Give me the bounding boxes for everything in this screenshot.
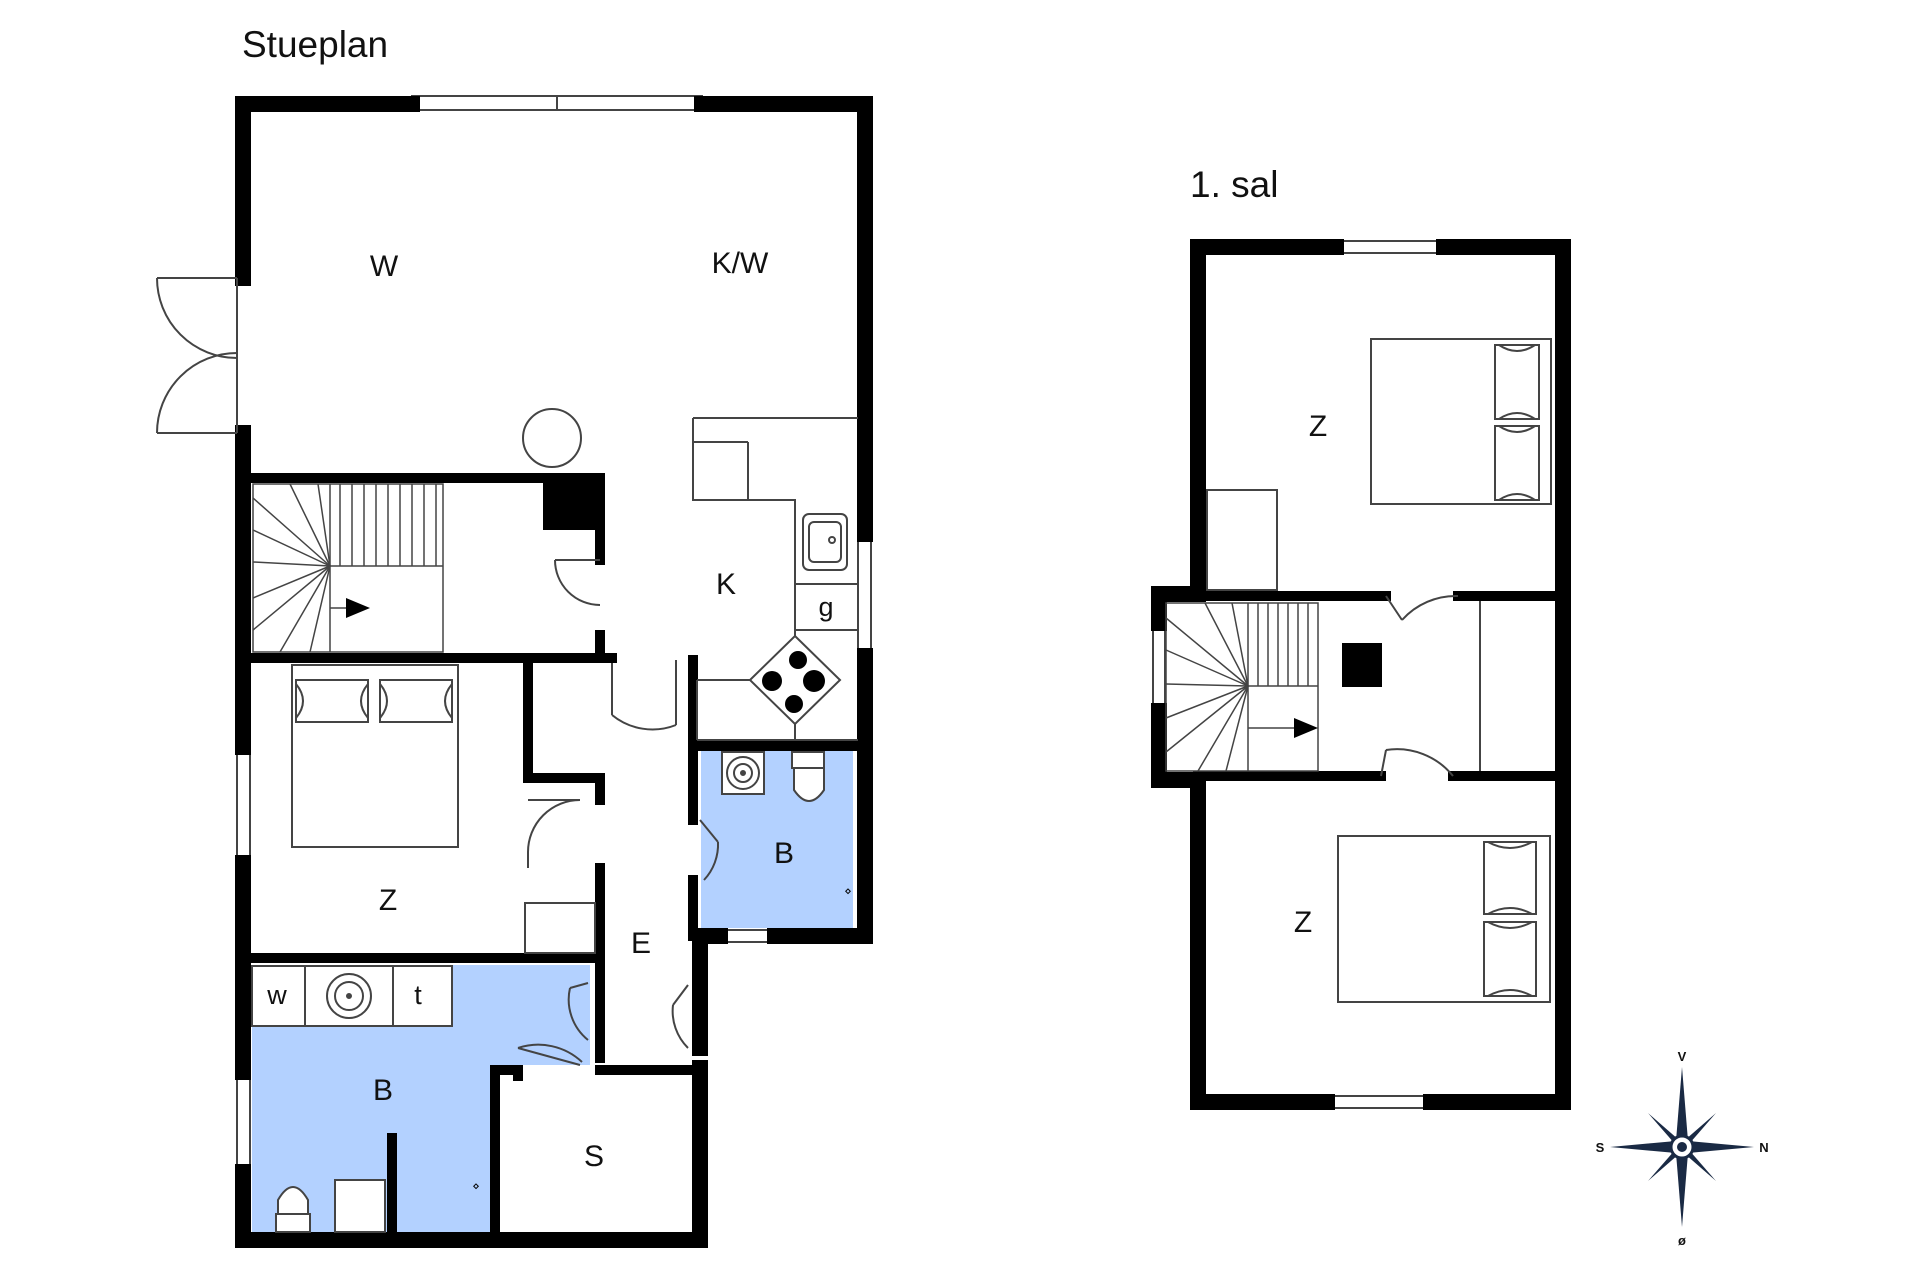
ground-outer-walls [235,96,873,1248]
room-label-upper-bedroom: Z [1309,410,1327,443]
chimney-block [543,474,599,530]
first-floor-staircase [1165,602,1319,772]
ground-double-bed [291,664,459,848]
first-floor-stair-arrow [1294,718,1318,738]
compass-west-label: V [1678,1049,1687,1064]
first-floor-chimney [1342,643,1382,687]
fixture-label-washer: w [266,980,287,1010]
room-labels: W K/W K Z B B E S w t g Z Z [266,247,1327,1173]
compass-south-label: S [1596,1140,1605,1155]
compass-north-label: N [1759,1140,1768,1155]
room-label-storage: S [584,1140,604,1173]
ground-interior-walls [238,473,863,1245]
ground-stair-arrow [346,598,370,618]
ground-staircase [252,483,444,653]
room-label-lower-bedroom: Z [1294,906,1312,939]
first-floor-title: 1. sal [1190,164,1279,205]
ground-doors [517,559,720,1066]
first-floor-interior-walls [1193,591,1560,781]
room-label-living: W [370,250,399,283]
large-bathroom-fill [252,965,590,1232]
fixture-label-dishwasher: g [818,592,833,622]
lower-bedroom-bed [1337,835,1551,1003]
room-label-kitchen-living: K/W [712,247,769,280]
toilet-small-bath [791,751,825,802]
first-floor-plan [1151,239,1571,1110]
first-floor-closets [1206,489,1481,771]
terrace-door [156,277,238,434]
laundry-counter [251,965,453,1027]
bedroom-cabinet [524,902,596,954]
floor-drain-small: ⋄ [844,884,852,898]
upper-bedroom-bed [1370,338,1552,505]
room-label-bath-large: B [373,1074,393,1107]
room-label-bath-small: B [774,837,794,870]
room-label-entrance: E [631,927,651,960]
floor-drain-large: ⋄ [472,1179,480,1193]
toilet-large-bath [275,1186,311,1233]
ground-floor-plan: ⋄ ⋄ [156,95,873,1248]
fixture-label-dryer: t [414,980,422,1010]
compass-rose-icon: V ø S N [1596,1049,1769,1248]
compass-east-label: ø [1678,1233,1686,1248]
first-floor-doors [1380,594,1459,777]
first-floor-outer-walls [1151,239,1571,1110]
kitchen-sink [802,513,848,571]
small-bath-washbasin [721,751,765,795]
room-label-bedroom: Z [379,884,397,917]
shower-base [334,1179,386,1233]
round-table [522,408,582,468]
room-label-kitchen: K [716,568,736,601]
ground-floor-title: Stueplan [242,24,389,65]
stove [748,634,842,726]
